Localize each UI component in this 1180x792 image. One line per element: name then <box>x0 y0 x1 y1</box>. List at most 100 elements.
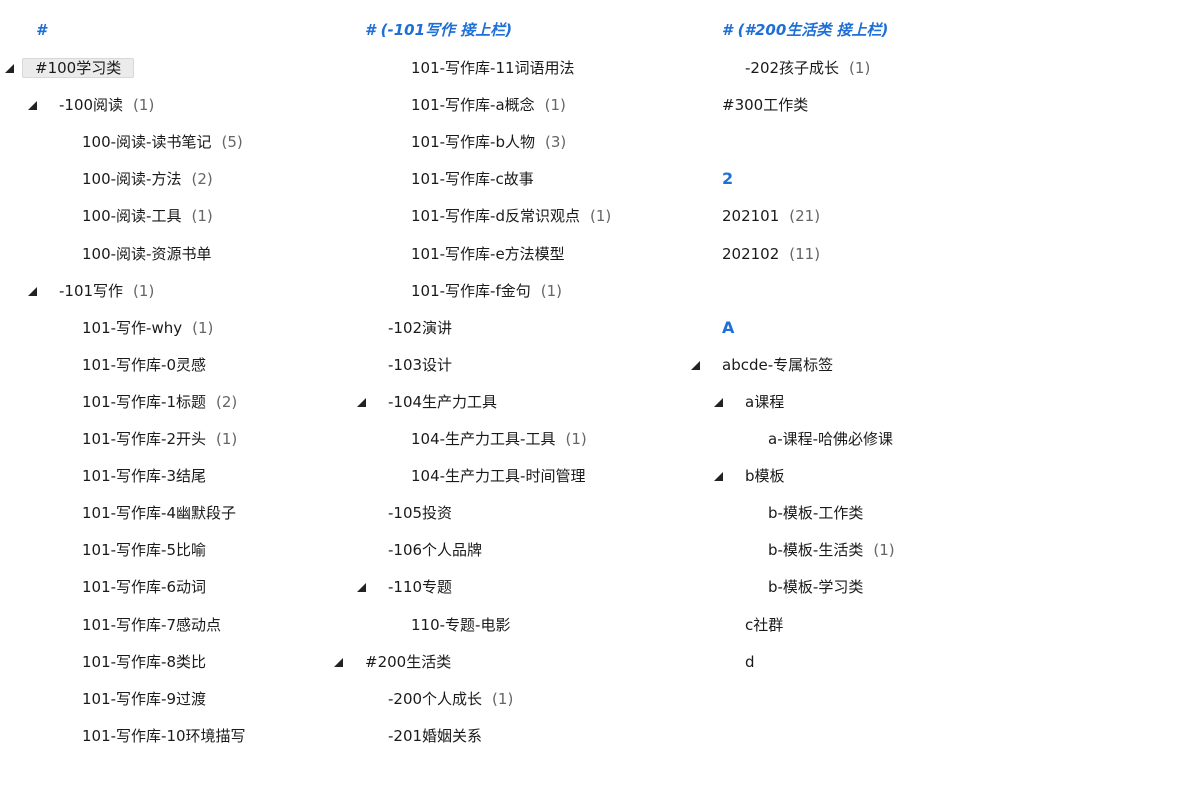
tag-column-1: # #100学习类 -100阅读 (1) 100-阅读-读书笔记(5) 100-阅读-方法… <box>0 0 340 792</box>
tag-label: #300工作类 <box>722 96 809 115</box>
tag-item[interactable]: 101-写作库-7感动点 <box>82 610 221 640</box>
tag-item[interactable]: b-模板-生活类 (1) <box>768 535 895 565</box>
tag-label: #200生活类 <box>365 652 452 671</box>
tag-item[interactable]: 100-阅读-方法 (2) <box>82 164 213 194</box>
tag-item[interactable]: 101-写作库-1标题(2) <box>82 387 237 417</box>
tag-item[interactable]: 101-写作库-3结尾 <box>82 461 206 491</box>
expand-triangle-icon[interactable] <box>357 397 366 407</box>
tag-item[interactable]: -105投资 <box>388 498 452 528</box>
tag-item[interactable]: a课程 <box>714 387 785 417</box>
tag-item[interactable]: 101-写作库-e方法模型 <box>411 239 565 269</box>
expand-triangle-icon[interactable] <box>28 286 37 296</box>
tag-item[interactable]: 101-写作库-f金句(1) <box>411 276 562 306</box>
tag-label: b-模板-生活类 <box>768 541 864 560</box>
tag-item[interactable]: a-课程-哈佛必修课 <box>768 424 893 454</box>
tag-label: -100阅读 <box>59 96 124 115</box>
tag-item[interactable]: -106个人品牌 <box>388 535 482 565</box>
tag-item[interactable]: 104-生产力工具-时间管理 <box>411 461 585 491</box>
tag-label: 100-阅读-工具 <box>82 207 182 226</box>
tag-item[interactable]: 101-写作库-8类比 <box>82 647 206 677</box>
tag-item[interactable]: d <box>745 647 755 677</box>
section-heading: A <box>722 313 734 343</box>
tag-item[interactable]: -201婚姻关系 <box>388 721 482 751</box>
tag-item[interactable]: #100学习类 <box>5 53 135 83</box>
tag-item[interactable]: 101-写作库-11词语用法 <box>411 53 575 83</box>
tag-item[interactable]: #300工作类 <box>722 90 808 120</box>
tag-item[interactable]: 202101(21) <box>722 201 820 231</box>
tag-label: 202101 <box>722 207 780 226</box>
tag-item[interactable]: -100阅读 (1) <box>28 90 155 120</box>
tag-count: (1) <box>589 207 612 226</box>
tag-label: -101写作 <box>59 281 124 300</box>
tag-label: 101-写作库-5比喻 <box>82 541 206 560</box>
tag-item[interactable]: b-模板-工作类 <box>768 498 863 528</box>
tag-item[interactable]: 101-写作库-9过渡 <box>82 684 206 714</box>
tag-label: -110专题 <box>388 578 453 597</box>
tag-item[interactable]: 101-写作库-10环境描写 <box>82 721 246 751</box>
tag-label: 101-写作库-0灵感 <box>82 355 206 374</box>
expand-triangle-icon[interactable] <box>714 472 723 482</box>
tag-label: b-模板-学习类 <box>768 578 864 597</box>
tag-label: b模板 <box>745 467 785 486</box>
tag-label: 101-写作库-11词语用法 <box>411 59 575 77</box>
tag-item[interactable]: -200个人成长(1) <box>388 684 513 714</box>
expand-triangle-icon[interactable] <box>334 657 343 667</box>
tag-label: 202102 <box>722 244 780 263</box>
column-header: # (-101写作 接上栏) <box>365 21 513 39</box>
tag-label: 2 <box>722 169 734 189</box>
tag-label: #100学习类 <box>22 58 135 78</box>
tag-item[interactable]: abcde-专属标签 <box>691 350 833 380</box>
tag-item[interactable]: -102演讲 <box>388 313 452 343</box>
expand-triangle-icon[interactable] <box>357 583 366 593</box>
tag-count: (1) <box>540 281 562 300</box>
tag-label: c社群 <box>745 615 784 634</box>
tag-label: 100-阅读-方法 <box>82 170 182 189</box>
tag-item[interactable]: 101-写作库-d反常识观点(1) <box>411 201 611 231</box>
tag-item[interactable]: 202102(11) <box>722 239 820 269</box>
tag-item[interactable]: 100-阅读-读书笔记(5) <box>82 127 243 157</box>
tag-count: (1) <box>849 59 871 77</box>
tag-item[interactable]: 101-写作库-6动词 <box>82 572 206 602</box>
tag-label: 101-写作库-8类比 <box>82 652 206 671</box>
expand-triangle-icon[interactable] <box>5 64 14 73</box>
tag-item[interactable]: 101-写作库-2开头(1) <box>82 424 237 454</box>
tag-item[interactable]: 101-写作库-4幽默段子 <box>82 498 236 528</box>
tag-count: (2) <box>191 170 213 189</box>
tag-count: (1) <box>873 541 895 560</box>
tag-item[interactable]: b模板 <box>714 461 785 491</box>
tag-count: (1) <box>492 689 514 708</box>
tag-item[interactable]: b-模板-学习类 <box>768 572 863 602</box>
expand-triangle-icon[interactable] <box>28 101 37 111</box>
expand-triangle-icon[interactable] <box>714 397 723 407</box>
tag-item[interactable]: 101-写作-why(1) <box>82 313 213 343</box>
expand-triangle-icon[interactable] <box>691 360 700 370</box>
tag-item[interactable]: 104-生产力工具-工具(1) <box>411 424 587 454</box>
tag-count: (1) <box>133 281 155 300</box>
tag-label: 101-写作库-9过渡 <box>82 689 206 708</box>
tag-item[interactable]: 101-写作库-a概念(1) <box>411 90 566 120</box>
tag-item[interactable]: 100-阅读-工具 (1) <box>82 201 213 231</box>
tag-item[interactable]: 101-写作库-5比喻 <box>82 535 206 565</box>
tag-item[interactable]: c社群 <box>745 610 783 640</box>
tag-label: 101-写作库-2开头 <box>82 430 206 448</box>
tag-item[interactable]: -103设计 <box>388 350 452 380</box>
tag-item[interactable]: #200生活类 <box>334 647 452 677</box>
tag-count: (1) <box>133 96 155 115</box>
tag-label: a课程 <box>745 392 785 411</box>
tag-count: (1) <box>191 207 213 226</box>
tag-label: 110-专题-电影 <box>411 615 511 634</box>
tag-label: 104-生产力工具-时间管理 <box>411 467 586 486</box>
tag-item[interactable]: 100-阅读-资源书单 <box>82 239 211 269</box>
tag-item[interactable]: -110专题 <box>357 572 453 602</box>
tag-item[interactable]: 101-写作库-0灵感 <box>82 350 206 380</box>
tag-item[interactable]: 101-写作库-b人物(3) <box>411 127 566 157</box>
tag-label: 101-写作库-1标题 <box>82 392 206 411</box>
tag-item[interactable]: -202孩子成长(1) <box>745 53 870 83</box>
tag-item[interactable]: -104生产力工具 <box>357 387 497 417</box>
tag-item[interactable]: 110-专题-电影 <box>411 610 510 640</box>
tag-item[interactable]: 101-写作库-c故事 <box>411 164 534 194</box>
tag-count: (3) <box>544 133 567 152</box>
tag-item[interactable]: -101写作 (1) <box>28 276 155 306</box>
column-header: # <box>36 21 47 39</box>
